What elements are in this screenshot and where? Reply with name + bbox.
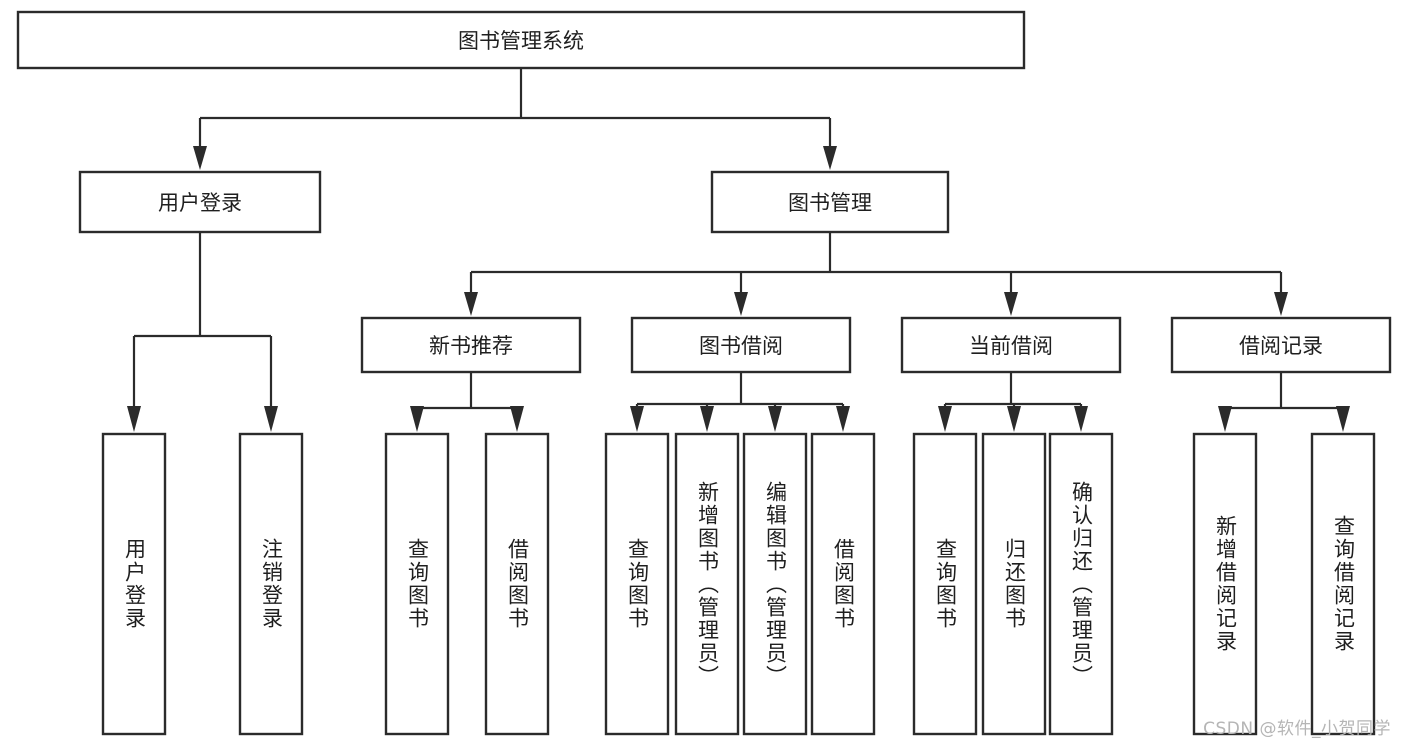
node-user-login-label: 用户登录 xyxy=(158,191,242,215)
node-book-borrow-label: 图书借阅 xyxy=(699,334,783,358)
node-leaf-logout[interactable] xyxy=(238,432,304,736)
arrowhead-leaf-logout xyxy=(264,406,278,432)
arrowhead-borrow-record xyxy=(1274,292,1288,316)
arrowhead-book-manage xyxy=(823,146,837,170)
node-leaf-add-record[interactable] xyxy=(1192,432,1258,736)
node-leaf-query-book-rec[interactable] xyxy=(384,432,450,736)
arrowhead-leaf-add-book xyxy=(700,406,714,432)
node-leaf-borrow-book[interactable] xyxy=(810,432,876,736)
node-leaf-user-login[interactable] xyxy=(101,432,167,736)
arrowhead-leaf-query-book-borrow xyxy=(630,406,644,432)
node-borrow-record-label: 借阅记录 xyxy=(1239,334,1323,358)
node-book-manage-label: 图书管理 xyxy=(788,191,872,215)
arrowhead-layer xyxy=(127,146,1350,432)
node-current-borrow[interactable] xyxy=(900,316,1122,374)
arrowhead-leaf-add-record xyxy=(1218,406,1232,432)
arrowhead-leaf-confirm-return xyxy=(1074,406,1088,432)
node-new-book-recommend[interactable] xyxy=(360,316,582,374)
node-leaf-query-record[interactable] xyxy=(1310,432,1376,736)
node-root-label: 图书管理系统 xyxy=(458,29,584,53)
node-leaf-confirm-return[interactable] xyxy=(1048,432,1114,736)
node-book-borrow[interactable] xyxy=(630,316,852,374)
arrowhead-leaf-borrow-book-rec xyxy=(510,406,524,432)
node-leaf-query-book-cur[interactable] xyxy=(912,432,978,736)
arrowhead-new-book xyxy=(464,292,478,316)
node-new-book-recommend-label: 新书推荐 xyxy=(429,334,513,358)
arrowhead-leaf-edit-book xyxy=(768,406,782,432)
node-leaf-borrow-book-rec[interactable] xyxy=(484,432,550,736)
arrowhead-leaf-query-book-rec xyxy=(410,406,424,432)
node-leaf-return-book[interactable] xyxy=(981,432,1047,736)
node-leaf-edit-book[interactable] xyxy=(742,432,808,736)
arrowhead-user-login xyxy=(193,146,207,170)
node-root[interactable] xyxy=(16,10,1026,70)
arrowhead-leaf-user-login xyxy=(127,406,141,432)
arrowhead-book-borrow xyxy=(734,292,748,316)
arrowhead-leaf-query-book-cur xyxy=(938,406,952,432)
node-leaf-add-book[interactable] xyxy=(674,432,740,736)
node-user-login[interactable] xyxy=(78,170,322,234)
node-layer: 图书管理系统 用户登录 图书管理 新书推荐 图书借阅 当前借阅 借阅记录 xyxy=(16,10,1392,736)
arrowhead-leaf-return-book xyxy=(1007,406,1021,432)
arrowhead-leaf-borrow-book xyxy=(836,406,850,432)
node-leaf-query-book-borrow[interactable] xyxy=(604,432,670,736)
arrowhead-leaf-query-record xyxy=(1336,406,1350,432)
csdn-watermark: CSDN @软件_小贺同学 xyxy=(1203,719,1391,739)
node-borrow-record[interactable] xyxy=(1170,316,1392,374)
node-current-borrow-label: 当前借阅 xyxy=(969,334,1053,358)
node-book-manage[interactable] xyxy=(710,170,950,234)
arrowhead-current-borrow xyxy=(1004,292,1018,316)
